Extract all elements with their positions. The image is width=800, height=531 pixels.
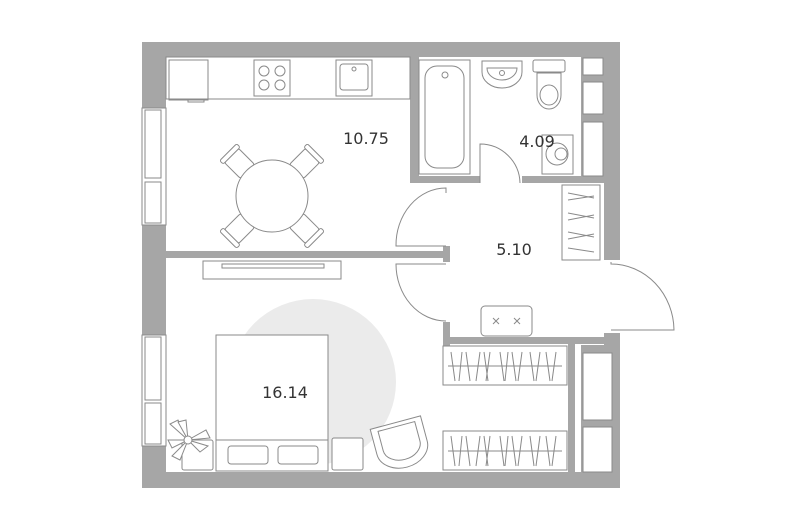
closet-lower-hangers (450, 435, 557, 467)
bathtub-drain (441, 71, 449, 79)
wardrobe (561, 184, 601, 261)
window-bath-pane-1 (582, 57, 604, 76)
bathroom-south-wall-b (522, 176, 605, 183)
west-wall-mid (142, 225, 166, 335)
dining-set (220, 144, 324, 248)
tv (221, 263, 325, 269)
window-bedroom-pane-1 (144, 336, 162, 401)
entrance-door (610, 262, 675, 331)
burner (258, 79, 270, 91)
east-wall-top (604, 42, 620, 260)
tv-console (202, 260, 342, 280)
wardrobe-hangers (567, 192, 595, 253)
bedroom-door (395, 263, 447, 322)
pillow (227, 445, 269, 465)
kitchen-door (395, 187, 447, 247)
kitchen-bedroom-wall (166, 251, 447, 258)
leaf (177, 419, 189, 441)
north-wall (142, 42, 620, 57)
dining-table (235, 159, 309, 233)
bathroom-door (479, 143, 521, 184)
hall-south-wall (443, 337, 605, 344)
chair-back (220, 228, 240, 248)
bathroom-south-wall-a (410, 176, 480, 183)
pillow (277, 445, 319, 465)
sink-drain (351, 66, 357, 72)
plant-pot (183, 435, 193, 445)
armchair (369, 415, 429, 469)
hallway-furniture (480, 184, 601, 337)
window-closet-pane-2 (582, 426, 613, 473)
chair-back (220, 144, 240, 164)
plant-icon (167, 419, 211, 461)
cooktop (253, 59, 291, 97)
windows (141, 57, 613, 473)
walls (142, 42, 620, 488)
washbasin-drain (499, 70, 505, 76)
kitchen-counter (165, 56, 411, 103)
doors (395, 143, 675, 331)
chair-back (304, 228, 324, 248)
nightstand-right (331, 437, 364, 471)
closet-wall (568, 337, 575, 472)
bedroom-closets (442, 345, 568, 471)
counter-top (165, 56, 411, 100)
hallway-area-label: 5.10 (496, 240, 532, 259)
armchair-seat (377, 420, 421, 461)
south-wall (142, 472, 620, 488)
window-kitchen-pane-2 (144, 181, 162, 224)
bathroom-west-wall (410, 57, 419, 183)
bench-marks (492, 317, 521, 325)
window-bath-pane-2 (582, 81, 604, 115)
kitchen-sink (335, 59, 373, 97)
bathroom-area-label: 4.09 (519, 132, 555, 151)
toilet-seat (539, 84, 559, 106)
leaf (167, 439, 189, 449)
leaf (187, 439, 210, 453)
closet-upper-hangers (450, 351, 557, 382)
window-kitchen-pane-1 (144, 109, 162, 179)
washing-machine-door (554, 147, 568, 161)
leaf (171, 439, 189, 461)
leaf (187, 429, 211, 441)
console-cabinet (202, 260, 342, 280)
toilet-tank (532, 59, 566, 73)
burner (274, 79, 286, 91)
bathroom-fixtures (418, 59, 574, 175)
window-closet-pane-1 (582, 352, 613, 421)
bedroom-furniture (181, 334, 429, 472)
kitchen-area-label: 10.75 (343, 129, 389, 148)
sink-basin (339, 63, 369, 91)
fridge-handle (187, 98, 205, 103)
burner (258, 65, 270, 77)
window-bath-pane-3 (582, 121, 604, 177)
fridge (168, 59, 209, 101)
bedroom-area-label: 16.14 (262, 383, 308, 402)
west-wall-top (142, 42, 166, 108)
door-post (446, 246, 450, 262)
burner (274, 65, 286, 77)
hall-wall-post-2 (443, 322, 450, 346)
window-bedroom-pane-2 (144, 402, 162, 445)
entry-bench (480, 305, 533, 337)
chair-back (304, 144, 324, 164)
west-wall-bottom (142, 446, 166, 488)
bathtub-inner (424, 65, 465, 169)
